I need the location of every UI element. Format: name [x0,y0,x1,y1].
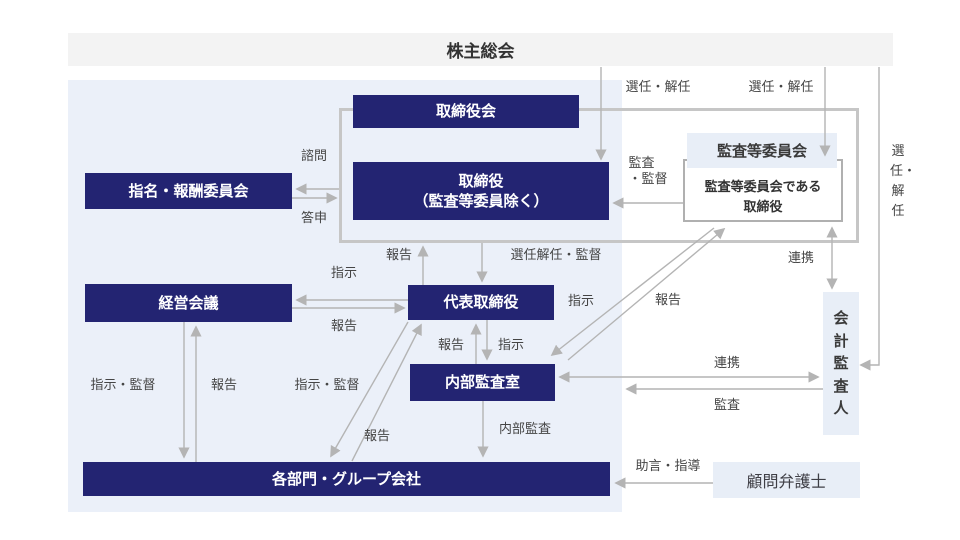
edge-label-appointment-dismissal-left: 選任・解任 [625,79,691,95]
edge-label-report-to-board: 報告 [385,247,413,263]
edge-label-instruction-to-council: 指示 [330,265,358,281]
edge-label-instruction-supervision-council: 指示・監督 [90,377,156,393]
node-departments-group-companies: 各部門・グループ会社 [83,462,610,496]
edge-label-cooperation-committee: 連携 [787,250,815,266]
edge-label-consultation: 諮問 [300,148,328,164]
edge-label-report-diag-committee: 報告 [654,292,682,308]
edge-label-report-to-council: 報告 [210,377,238,393]
edge-label-appoint-dismiss-supervise: 選任解任・監督 [510,247,602,263]
edge-label-instruction-supervision-representative: 指示・監督 [294,377,360,393]
edge-label-internal-audit: 内部監査 [498,421,552,437]
node-corporate-lawyer: 顧問弁護士 [713,462,860,498]
edge-label-instruction-to-internal-audit: 指示 [497,337,525,353]
node-directors: 取締役 （監査等委員除く） [353,162,609,220]
edge-label-appointment-dismissal-right: 選任・解任 [748,79,814,95]
edge-label-audit: 監査 [713,397,741,413]
node-nomination-compensation-committee: 指名・報酬委員会 [85,173,292,209]
shareholders-meeting-bar: 株主総会 [68,33,893,66]
node-management-council: 経営会議 [85,284,292,322]
edge-label-report-diag-representative: 報告 [363,428,391,444]
node-accounting-auditor: 会計監査人 [823,292,859,435]
accounting-auditor-label: 会計監査人 [833,309,849,418]
edge-label-audit-supervision: 監査 ・監督 [628,155,668,187]
edge-label-advice-guidance: 助言・指導 [635,458,701,474]
node-representative-director: 代表取締役 [408,285,554,320]
node-internal-audit-office: 内部監査室 [410,364,555,401]
node-audit-committee-directors: 監査等委員会である 取締役 [683,159,843,222]
node-board-of-directors: 取締役会 [353,95,579,128]
node-audit-supervisory-committee: 監査等委員会 [687,133,837,168]
edge-label-appointment-dismissal-vertical: 選任・解任 [890,144,917,220]
edge-label-report-from-council: 報告 [330,318,358,334]
edge-label-report-back: 答申 [300,210,328,226]
edge-label-instruction-diag-internal-audit: 指示 [567,293,595,309]
edge-label-report-to-representative: 報告 [437,337,465,353]
edge-label-cooperation-internal-audit: 連携 [713,355,741,371]
